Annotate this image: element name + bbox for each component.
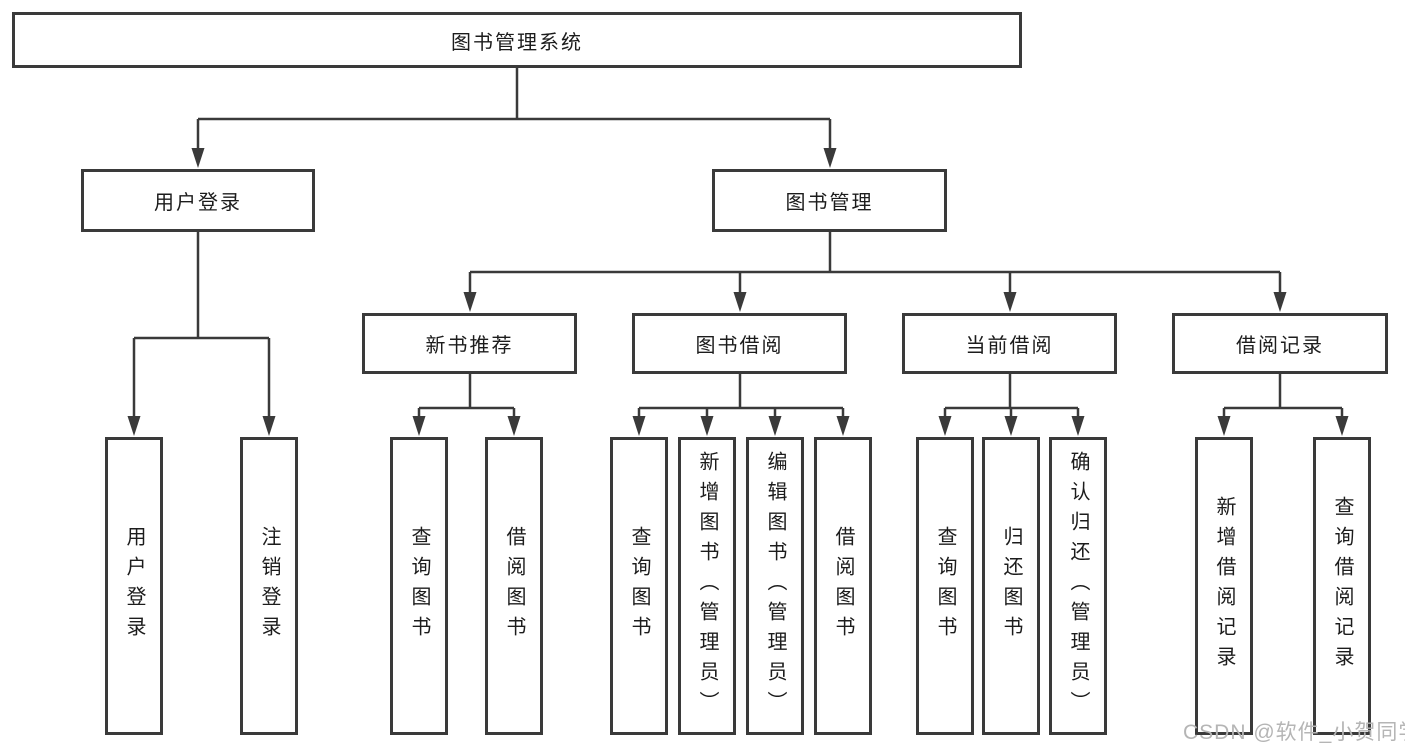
leaf-label: 用户登录: [123, 526, 145, 646]
leaf-return-books: 归还图书: [982, 437, 1040, 735]
leaf-label: 确认归还（管理员）: [1067, 451, 1089, 721]
leaf-label: 注销登录: [258, 526, 280, 646]
csdn-watermark: CSDN @软件_小贺同学: [1183, 721, 1405, 744]
leaf-label: 归还图书: [1000, 526, 1022, 646]
node-borrowing-records: 借阅记录: [1172, 313, 1388, 374]
leaf-query-books-recommend: 查询图书: [390, 437, 448, 735]
leaf-label: 查询图书: [628, 526, 650, 646]
leaf-query-borrow-record: 查询借阅记录: [1313, 437, 1371, 735]
node-user-login: 用户登录: [81, 169, 315, 232]
leaf-label: 查询图书: [934, 526, 956, 646]
leaf-confirm-return-admin: 确认归还（管理员）: [1049, 437, 1107, 735]
leaf-label: 编辑图书（管理员）: [764, 451, 786, 721]
leaf-label: 新增借阅记录: [1213, 496, 1235, 676]
node-library-management-system: 图书管理系统: [12, 12, 1022, 68]
leaf-query-books-current: 查询图书: [916, 437, 974, 735]
leaf-borrow-books-borrowing: 借阅图书: [814, 437, 872, 735]
leaf-add-books-admin: 新增图书（管理员）: [678, 437, 736, 735]
leaf-add-borrow-record: 新增借阅记录: [1195, 437, 1253, 735]
node-book-borrowing: 图书借阅: [632, 313, 847, 374]
leaf-edit-books-admin: 编辑图书（管理员）: [746, 437, 804, 735]
node-current-borrowing: 当前借阅: [902, 313, 1117, 374]
arrowheads: [127, 148, 1349, 436]
leaf-label: 新增图书（管理员）: [696, 451, 718, 721]
node-new-book-recommendation: 新书推荐: [362, 313, 577, 374]
leaf-user-login: 用户登录: [105, 437, 163, 735]
leaf-label: 借阅图书: [503, 526, 525, 646]
leaf-logout: 注销登录: [240, 437, 298, 735]
leaf-label: 借阅图书: [832, 526, 854, 646]
leaf-query-books-borrowing: 查询图书: [610, 437, 668, 735]
leaf-borrow-books-recommend: 借阅图书: [485, 437, 543, 735]
leaf-label: 查询图书: [408, 526, 430, 646]
node-book-management: 图书管理: [712, 169, 947, 232]
leaf-label: 查询借阅记录: [1331, 496, 1353, 676]
